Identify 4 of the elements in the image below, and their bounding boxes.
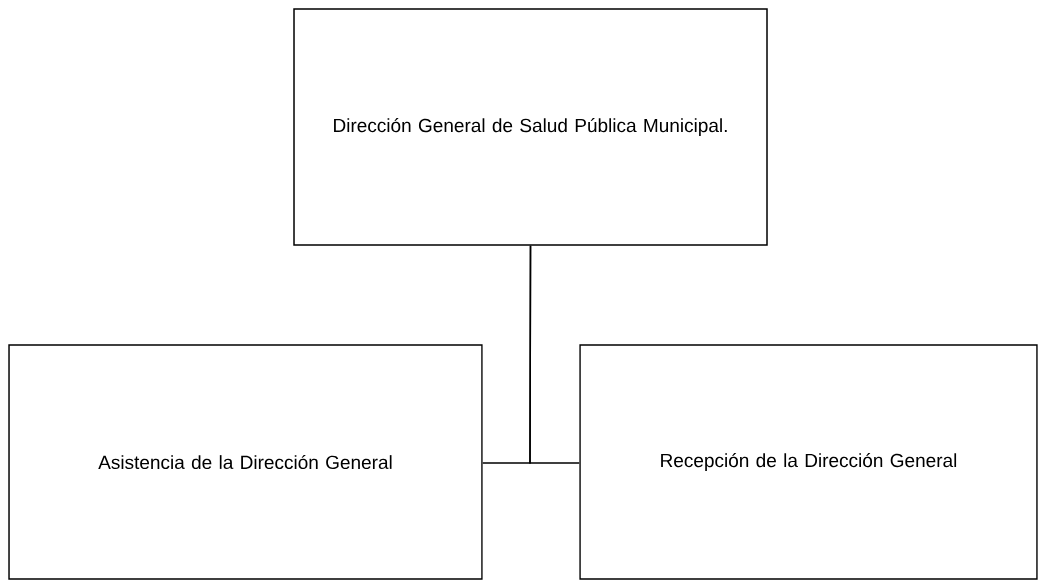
- org-box: Dirección General de Salud Pública Municipal.: [293, 8, 768, 246]
- org-box: Recepción de la Dirección General: [579, 344, 1038, 580]
- connector-line: [529, 245, 580, 464]
- org-box: Asistencia de la Dirección General: [8, 344, 483, 580]
